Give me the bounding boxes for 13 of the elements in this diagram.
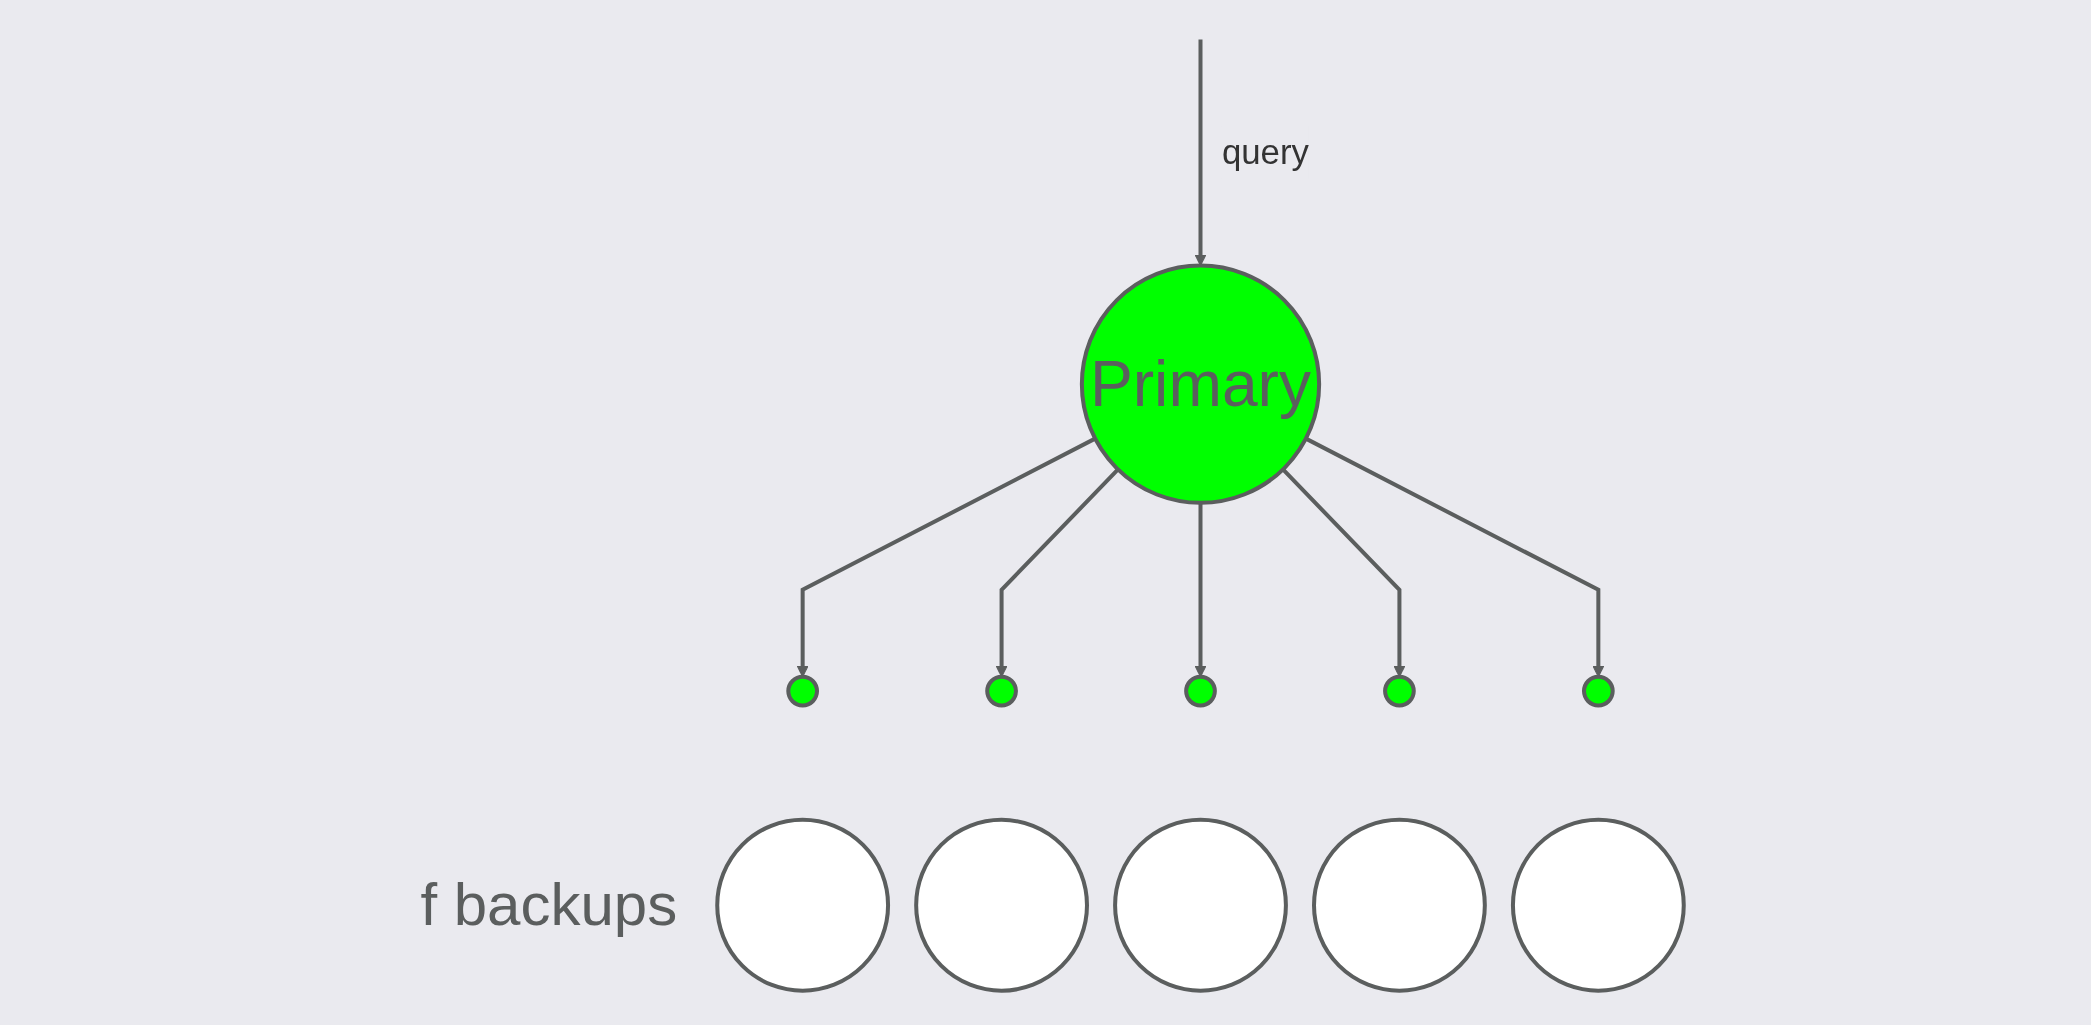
circle-node xyxy=(1184,674,1217,708)
row-label: f backups xyxy=(420,872,678,939)
circle-node xyxy=(715,817,891,993)
edge-label: query xyxy=(1221,131,1309,172)
circle-node xyxy=(1113,817,1288,993)
circle-node xyxy=(1383,674,1416,708)
circle-node xyxy=(1582,674,1615,708)
circle-node xyxy=(985,674,1018,708)
circle-node: Primary xyxy=(1079,263,1322,505)
circle-node xyxy=(1510,817,1686,993)
circle-node xyxy=(1312,817,1487,993)
circle-node xyxy=(914,817,1089,993)
circle-node xyxy=(786,674,819,708)
